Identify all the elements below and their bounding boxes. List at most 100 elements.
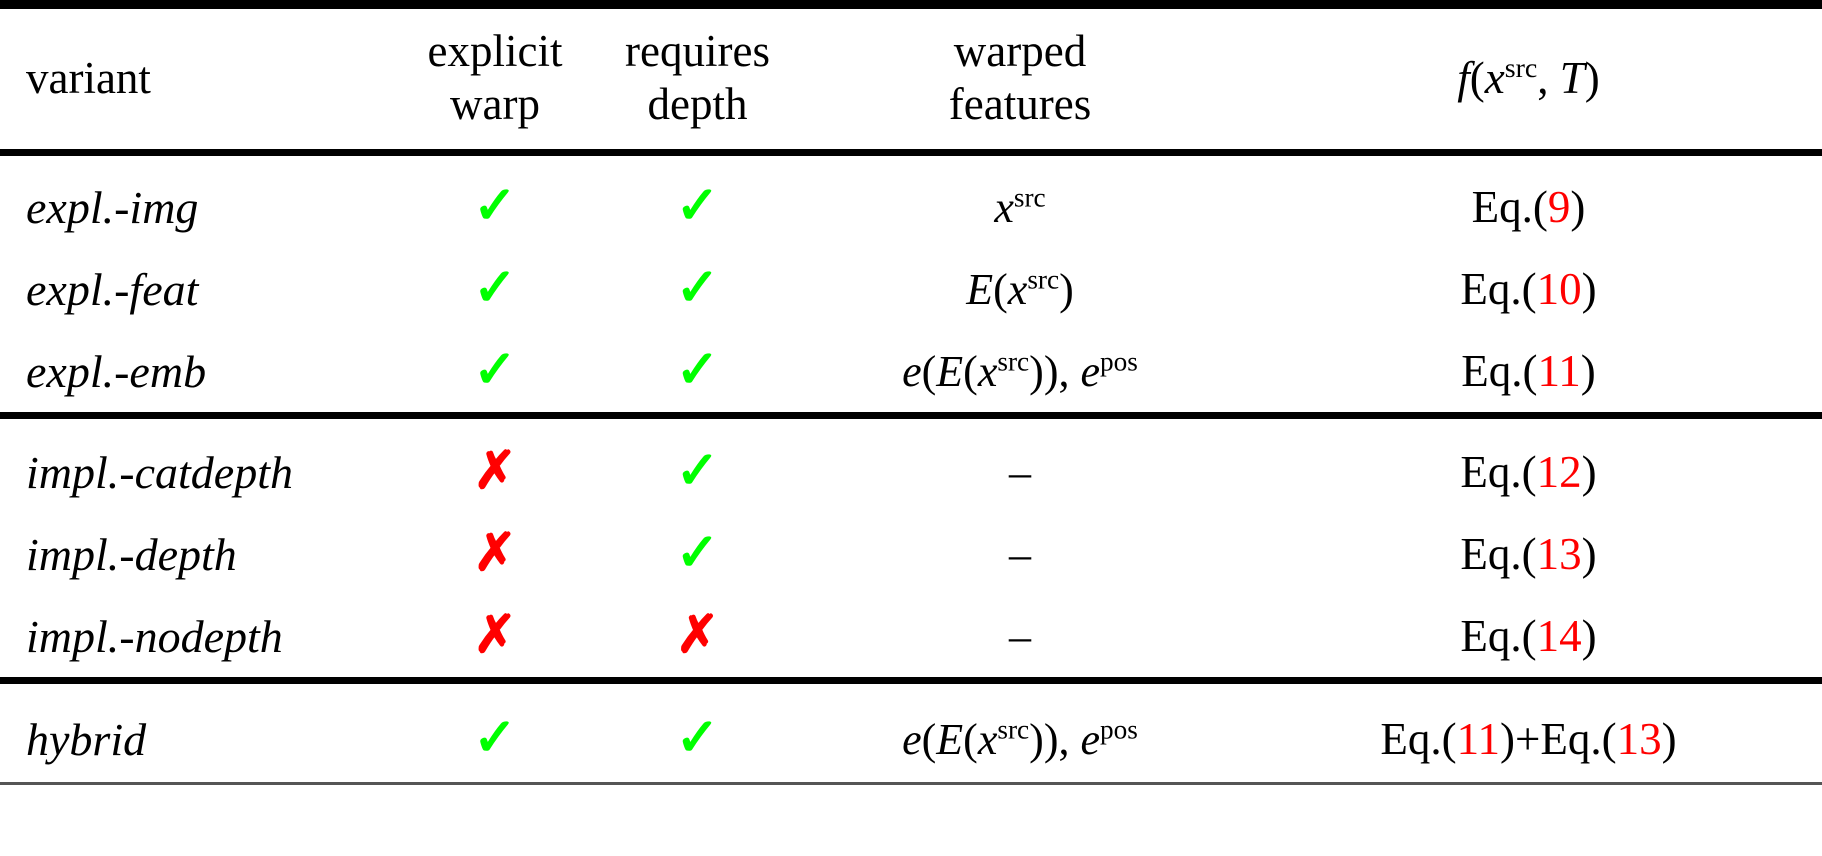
section-rule-row: [0, 412, 1822, 420]
section-spacer-cell: [0, 684, 1822, 696]
column-header-requires-depth: requires depth: [590, 9, 805, 149]
equation-suffix: ): [1570, 182, 1586, 233]
equation-prefix: Eq.(: [1460, 529, 1537, 580]
header-rule: [0, 149, 1822, 157]
row-variant-label: expl.-emb: [26, 345, 207, 397]
row-variant-label: impl.-depth: [26, 528, 237, 580]
table-header: variant explicit warp requires depth war…: [0, 0, 1822, 157]
section-spacer-cell: [0, 419, 1822, 431]
row-variant-label: expl.-feat: [26, 263, 199, 315]
math-sup-src: src: [1504, 52, 1538, 84]
math-close-paren: ): [1029, 346, 1044, 396]
math-x: x: [1484, 52, 1505, 103]
row-variant-label: impl.-catdepth: [26, 446, 293, 498]
equation-prefix: Eq.(: [1460, 611, 1537, 662]
warped-features-value: –: [1009, 447, 1031, 497]
explicit-warp-cross-icon: ✗: [473, 525, 517, 583]
section-rule-cell: [0, 677, 1822, 685]
math-T: T: [1559, 52, 1585, 103]
math-x: x: [994, 182, 1014, 232]
equation-number-secondary: 13: [1616, 714, 1662, 765]
explicit-warp-check-icon: ✓: [473, 260, 517, 318]
column-header-warped-features-line1: warped: [953, 26, 1087, 76]
column-header-variant-label: variant: [26, 52, 151, 103]
math-e: e: [1080, 346, 1100, 396]
header-row: variant explicit warp requires depth war…: [0, 9, 1822, 149]
top-rule: [0, 0, 1822, 9]
table-row[interactable]: impl.-nodepth ✗ ✗ – Eq.(14): [0, 595, 1822, 677]
equation-prefix: Eq.(: [1461, 346, 1538, 397]
explicit-warp-cross-icon: ✗: [473, 443, 517, 501]
math-sup-pos: pos: [1100, 714, 1138, 745]
requires-depth-check-icon: ✓: [675, 178, 720, 236]
section-rule-cell: [0, 412, 1822, 420]
section-rule-row: [0, 677, 1822, 685]
equation-reference: Eq.(11): [1235, 330, 1822, 412]
equation-suffix: ): [1581, 611, 1597, 662]
requires-depth-check-icon: ✓: [675, 443, 720, 501]
column-header-requires-depth-line1: requires: [625, 26, 770, 76]
equation-number: 9: [1547, 182, 1571, 233]
equation-suffix: ): [1581, 447, 1597, 498]
math-open-paren: (: [963, 714, 978, 764]
section-spacer-cell: [0, 156, 1822, 166]
warped-features-value: e(E(xsrc)), epos: [805, 696, 1235, 782]
column-header-requires-depth-line2: depth: [647, 79, 748, 130]
row-variant-label: expl.-img: [26, 181, 199, 233]
math-close-paren: ): [1043, 714, 1059, 764]
equation-suffix: ): [1661, 714, 1677, 765]
math-close-paren: ): [1059, 264, 1074, 314]
bottom-rule-row: [0, 782, 1822, 786]
equation-number: 13: [1536, 529, 1582, 580]
equation-reference: Eq.(10): [1235, 248, 1822, 330]
math-E: E: [936, 714, 964, 764]
top-rule-row: [0, 0, 1822, 9]
column-header-explicit-warp: explicit warp: [400, 9, 590, 149]
math-E: E: [966, 264, 994, 314]
top-rule-cell: [0, 0, 1822, 9]
equation-prefix: Eq.(: [1380, 714, 1457, 765]
table-row[interactable]: expl.-emb ✓ ✓ e(E(xsrc)), epos Eq.(11): [0, 330, 1822, 412]
warped-features-value: –: [1009, 611, 1031, 661]
table-row[interactable]: expl.-img ✓ ✓ xsrc Eq.(9): [0, 166, 1822, 248]
equation-number: 11: [1456, 714, 1500, 765]
math-comma: ,: [1058, 714, 1081, 764]
explicit-warp-check-icon: ✓: [473, 342, 517, 400]
equation-prefix: Eq.(: [1460, 264, 1537, 315]
equation-number: 10: [1536, 264, 1582, 315]
math-e: e: [902, 346, 922, 396]
section-rule-explicit: [0, 412, 1822, 420]
math-close-paren: ): [1043, 346, 1059, 396]
equation-prefix: Eq.(: [1460, 447, 1537, 498]
column-header-variant: variant: [0, 9, 400, 149]
equation-reference: Eq.(9): [1235, 166, 1822, 248]
row-variant-label: hybrid: [26, 713, 147, 765]
table-row[interactable]: impl.-depth ✗ ✓ – Eq.(13): [0, 513, 1822, 595]
column-header-explicit-warp-line2: warp: [450, 79, 540, 130]
math-sup-src: src: [1027, 264, 1060, 295]
column-header-warped-features-line2: features: [948, 79, 1092, 130]
equation-reference: Eq.(13): [1235, 513, 1822, 595]
warped-features-value: e(E(xsrc)), epos: [805, 330, 1235, 412]
math-close-paren: ): [1584, 52, 1600, 103]
equation-reference: Eq.(12): [1235, 431, 1822, 513]
column-header-explicit-warp-line1: explicit: [427, 26, 563, 76]
warped-features-value: xsrc: [805, 166, 1235, 248]
equation-number: 14: [1536, 611, 1582, 662]
equation-number: 12: [1536, 447, 1582, 498]
math-x: x: [977, 346, 998, 396]
math-comma: ,: [1537, 52, 1560, 103]
math-sup-src: src: [997, 714, 1030, 745]
explicit-warp-check-icon: ✓: [473, 710, 517, 768]
requires-depth-check-icon: ✓: [675, 342, 720, 400]
equation-suffix: ): [1581, 529, 1597, 580]
equation-prefix: Eq.(: [1471, 182, 1548, 233]
equation-suffix: ): [1581, 264, 1597, 315]
math-x: x: [1007, 264, 1028, 314]
row-variant-label: impl.-nodepth: [26, 610, 283, 662]
math-open-paren: (: [963, 346, 978, 396]
equation-reference: Eq.(14): [1235, 595, 1822, 677]
table-row[interactable]: hybrid ✓ ✓ e(E(xsrc)), epos Eq.(11)+Eq.(…: [0, 696, 1822, 782]
table-row[interactable]: expl.-feat ✓ ✓ E(xsrc) Eq.(10): [0, 248, 1822, 330]
table-row[interactable]: impl.-catdepth ✗ ✓ – Eq.(12): [0, 431, 1822, 513]
